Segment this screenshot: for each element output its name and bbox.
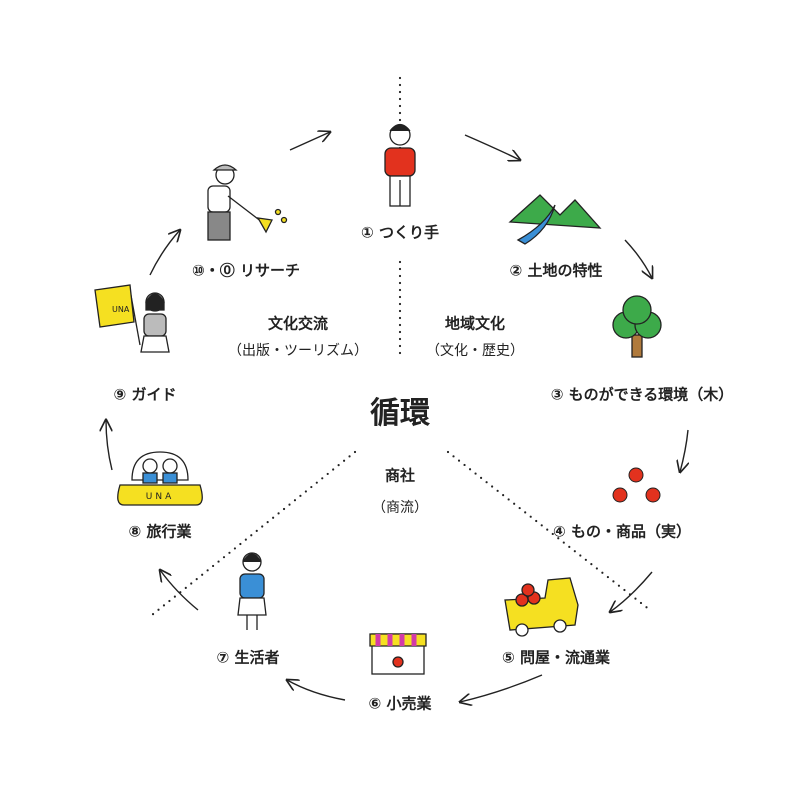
- center-title: 循環: [370, 396, 430, 431]
- researcher-illustration: [207, 164, 288, 241]
- node-label-wholesale: ⑤ 問屋・流通業: [502, 648, 610, 667]
- divider-right: [446, 450, 652, 612]
- node-label-product: ④ もの・商品（実）: [553, 522, 691, 541]
- node-label-research: ⑩・⓪ リサーチ: [192, 261, 300, 280]
- arrow-5-6: [460, 674, 543, 702]
- node-label-maker: ① つくり手: [361, 223, 439, 242]
- sector-regional-culture-sub: （文化・歴史）: [426, 343, 524, 359]
- node-label-environment: ③ ものができる環境（木）: [550, 385, 734, 404]
- arrow-7-8: [160, 570, 199, 611]
- shop-illustration: [369, 633, 427, 675]
- node-label-guide: ⑨ ガイド: [113, 385, 177, 404]
- sector-regional-culture-title: 地域文化: [444, 314, 506, 333]
- divider-left: [150, 450, 357, 617]
- ufo-logo-text: UNA: [146, 492, 174, 502]
- arrow-6-7: [287, 680, 346, 701]
- sector-culture-exchange-title: 文化交流: [267, 314, 329, 333]
- arrow-10-1: [289, 132, 330, 151]
- sector-trading-title: 商社: [384, 466, 416, 485]
- arrow-1-2: [464, 134, 520, 160]
- maker-illustration: [384, 123, 416, 207]
- land-illustration: [508, 194, 602, 245]
- node-label-consumer: ⑦ 生活者: [216, 648, 280, 667]
- sector-culture-exchange-sub: （出版・ツーリズム）: [228, 343, 368, 359]
- arrow-8-9: [106, 420, 113, 471]
- tree-illustration: [612, 295, 662, 358]
- tour-vehicle-illustration: [117, 451, 203, 506]
- sector-trading-sub: （商流）: [372, 500, 428, 516]
- arrow-3-4: [680, 429, 688, 472]
- node-label-land: ② 土地の特性: [509, 261, 603, 280]
- arrow-2-3: [624, 239, 652, 278]
- consumer-illustration: [237, 552, 267, 630]
- arrow-4-5: [610, 571, 653, 612]
- guide-illustration: [94, 284, 170, 353]
- node-label-travel: ⑧ 旅行業: [128, 522, 192, 541]
- arrow-9-10: [149, 230, 180, 276]
- node-label-retail: ⑥ 小売業: [368, 694, 432, 713]
- apples-illustration: [612, 467, 661, 503]
- flag-logo-text: UNA: [112, 305, 130, 314]
- truck-illustration: [504, 577, 579, 637]
